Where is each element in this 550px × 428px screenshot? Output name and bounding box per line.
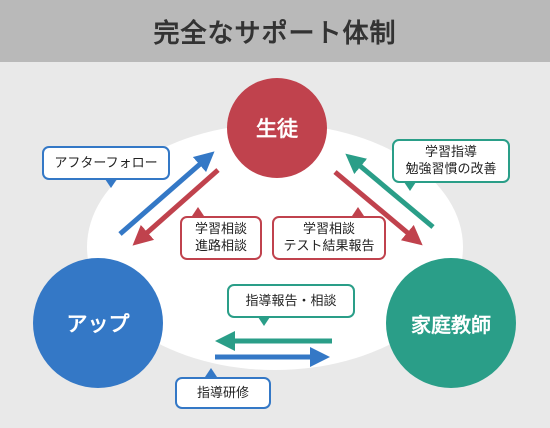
arrow-tutor-to-student	[345, 153, 435, 229]
callout-guidance-report: 指導報告・相談	[227, 284, 355, 318]
callout-study-report-line1: 学習相談	[302, 222, 355, 237]
callout-training-tail	[205, 368, 217, 377]
callout-after-follow: アフターフォロー	[42, 146, 170, 180]
callout-study-report-tail	[352, 207, 364, 216]
callout-study-report: 学習相談 テスト結果報告	[272, 216, 386, 260]
callout-training-text: 指導研修	[196, 385, 249, 401]
tutor-label: 家庭教師	[411, 312, 491, 337]
callout-tutor-guidance: 学習指導 勉強習慣の改善	[392, 139, 510, 183]
app-label: アップ	[66, 312, 130, 336]
page-title: 完全なサポート体制	[153, 18, 397, 49]
support-diagram: 生徒 アップ 家庭教師 アフターフォロー 学習相談 進路相談 学習指導 勉強習慣…	[0, 62, 550, 428]
callout-tutor-guidance-tail	[404, 182, 416, 191]
callout-after-follow-text: アフターフォロー	[54, 155, 158, 171]
callout-after-follow-tail	[105, 179, 117, 188]
tutor-node: 家庭教師	[386, 258, 516, 388]
title-bar: 完全なサポート体制	[0, 0, 550, 62]
arrow-app-to-student	[118, 151, 215, 236]
student-label: 生徒	[256, 117, 298, 141]
callout-tutor-guidance-line1: 学習指導	[424, 145, 477, 160]
callout-study-report-line2: テスト結果報告	[283, 239, 375, 254]
callout-training: 指導研修	[175, 377, 271, 409]
callout-study-consult: 学習相談 進路相談	[180, 216, 262, 260]
callout-guidance-report-text: 指導報告・相談	[245, 293, 337, 309]
callout-study-consult-line2: 進路相談	[194, 239, 247, 254]
arrow-student-to-tutor	[333, 170, 423, 246]
app-node: アップ	[33, 258, 163, 388]
callout-tutor-guidance-line2: 勉強習慣の改善	[405, 162, 497, 177]
callout-study-consult-line1: 学習相談	[194, 222, 247, 237]
callout-study-consult-tail	[192, 207, 204, 216]
callout-guidance-report-tail	[258, 317, 270, 326]
arrow-student-to-app	[132, 168, 220, 246]
student-node: 生徒	[227, 78, 327, 178]
